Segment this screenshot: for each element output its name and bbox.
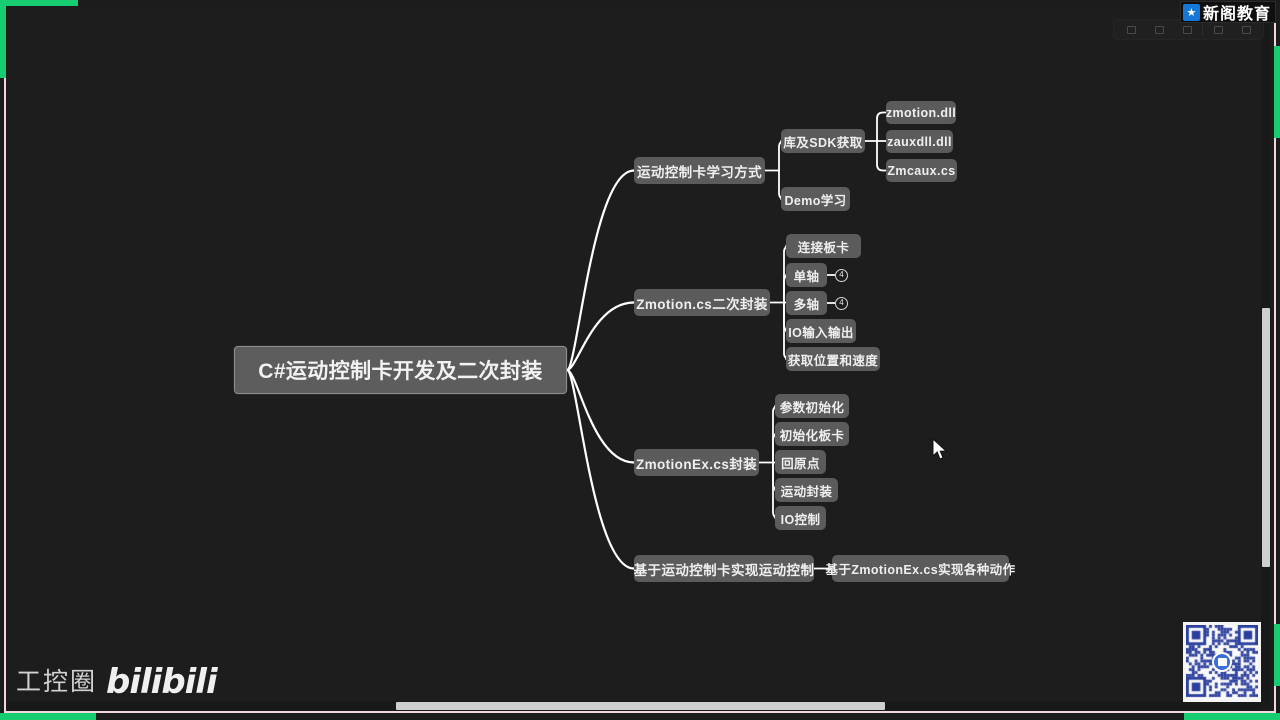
- tv-logo-icon: [1212, 652, 1232, 672]
- collapse-count-badge[interactable]: 4: [835, 268, 848, 282]
- brand-name: 工控圈: [16, 667, 98, 696]
- mindmap-child-node[interactable]: 参数初始化: [775, 394, 849, 418]
- mindmap-child-node[interactable]: 运动封装: [775, 478, 838, 502]
- mindmap-child-node[interactable]: 初始化板卡: [775, 422, 849, 446]
- mindmap-child-node[interactable]: 连接板卡: [786, 234, 861, 258]
- mindmap-leaf-node[interactable]: Zmcaux.cs: [886, 159, 957, 182]
- toolbar-separator: [1202, 23, 1203, 36]
- mindmap-child-node[interactable]: 获取位置和速度: [786, 347, 880, 371]
- brand-overlay: 工控圈 bilibili: [16, 661, 218, 702]
- mindmap-child-node[interactable]: 多轴: [786, 291, 827, 315]
- mindmap-child-node[interactable]: Demo学习: [781, 187, 850, 211]
- channel-watermark: ★ 新阁教育: [1179, 1, 1276, 23]
- collapse-badge-connector: [827, 302, 835, 304]
- frame-accent-right-top: [1274, 46, 1280, 138]
- frame-accent-bottom-right: [1184, 713, 1280, 720]
- mindmap-child-node[interactable]: 基于ZmotionEx.cs实现各种动作: [826, 555, 1015, 582]
- horizontal-scrollbar[interactable]: [7, 701, 1262, 711]
- toolbar-fullscreen[interactable]: [1233, 22, 1259, 37]
- horizontal-scrollbar-thumb[interactable]: [396, 702, 886, 710]
- frame-accent-right-bottom: [1274, 624, 1280, 686]
- frame-accent-bottom-left: [0, 713, 96, 720]
- mindmap-branch-node[interactable]: Zmotion.cs二次封装: [634, 289, 770, 316]
- mindmap-leaf-node[interactable]: zmotion.dll: [886, 101, 956, 124]
- mindmap-root-node[interactable]: C#运动控制卡开发及二次封装: [234, 346, 567, 394]
- mindmap-child-node[interactable]: 单轴: [786, 263, 827, 287]
- vertical-scrollbar-thumb[interactable]: [1262, 308, 1270, 567]
- frame-accent-left: [0, 0, 6, 78]
- watermark-text: 新阁教育: [1202, 6, 1271, 23]
- mindmap-leaf-node[interactable]: zauxdll.dll: [886, 130, 953, 153]
- mindmap-child-node[interactable]: 回原点: [775, 450, 826, 474]
- mindmap-branch-node[interactable]: 运动控制卡学习方式: [634, 157, 765, 184]
- toolbar-zoom-in[interactable]: [1205, 22, 1231, 37]
- qr-code-pattern: [1186, 625, 1258, 699]
- mindmap-child-node[interactable]: IO输入输出: [786, 319, 856, 343]
- frame-accent-top: [0, 0, 78, 6]
- collapse-badge-connector: [827, 274, 835, 276]
- mindmap-branch-node[interactable]: 基于运动控制卡实现运动控制: [634, 555, 814, 582]
- toolbar-zoom-out[interactable]: [1118, 22, 1144, 37]
- toolbar-center-view[interactable]: [1174, 22, 1200, 37]
- mindmap-canvas[interactable]: C#运动控制卡开发及二次封装 运动控制卡学习方式库及SDK获取 zmotion.dl…: [7, 7, 1269, 707]
- mindmap-connectors: [565, 111, 887, 570]
- mindmap-child-node[interactable]: 库及SDK获取: [781, 129, 865, 153]
- vertical-scrollbar[interactable]: [1261, 7, 1271, 707]
- toolbar-fit-screen[interactable]: [1146, 22, 1172, 37]
- mindmap-child-node[interactable]: IO控制: [775, 506, 826, 530]
- collapse-count-badge[interactable]: 4: [835, 296, 848, 310]
- mindmap-branch-node[interactable]: ZmotionEx.cs封装: [634, 449, 759, 476]
- bilibili-logo: bilibili: [106, 661, 218, 702]
- qr-code: [1183, 622, 1261, 702]
- star-icon: ★: [1182, 3, 1200, 21]
